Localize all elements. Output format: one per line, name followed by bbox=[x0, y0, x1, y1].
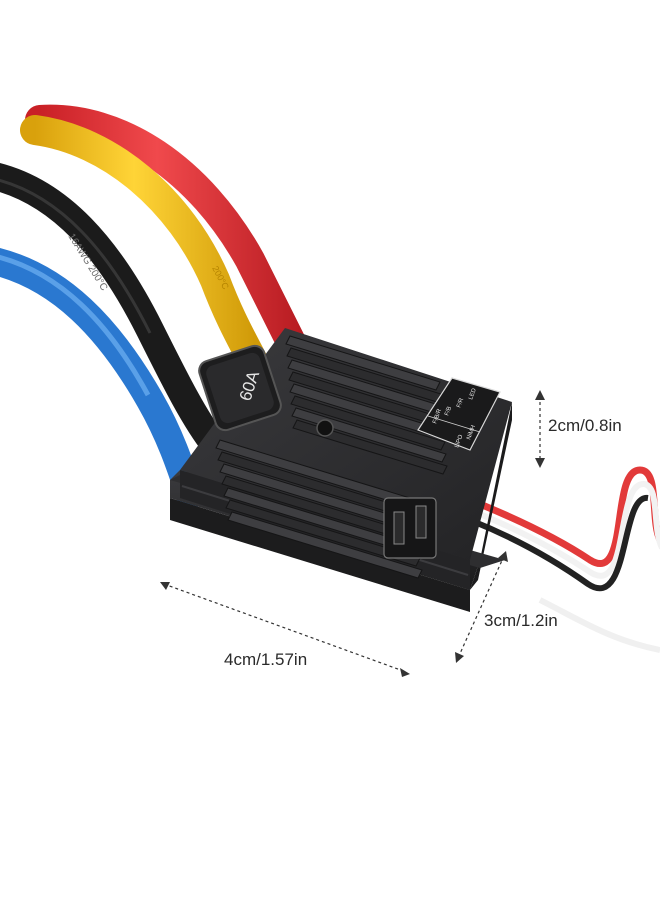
current-rating-badge bbox=[198, 344, 282, 432]
heatsink-fin bbox=[227, 511, 423, 579]
yellow-wire bbox=[20, 115, 270, 380]
width-arrow bbox=[163, 583, 407, 673]
heatsink-fin bbox=[285, 335, 441, 391]
power-wires bbox=[0, 104, 315, 509]
red-wire bbox=[25, 104, 315, 375]
heatsink-fin bbox=[290, 395, 446, 451]
servo-signal-cable bbox=[468, 466, 660, 653]
depth-dimension-label: 3cm/1.2in bbox=[484, 611, 558, 630]
screw-icon bbox=[316, 419, 334, 437]
dimension-arrows bbox=[163, 396, 541, 673]
signal-connector bbox=[383, 497, 437, 559]
led-mode-panel bbox=[417, 377, 501, 451]
height-dimension-label: 2cm/0.8in bbox=[548, 416, 622, 435]
heatsink-fin bbox=[225, 499, 421, 567]
depth-arrow bbox=[457, 555, 505, 659]
width-dimension-label: 4cm/1.57in bbox=[224, 650, 308, 669]
